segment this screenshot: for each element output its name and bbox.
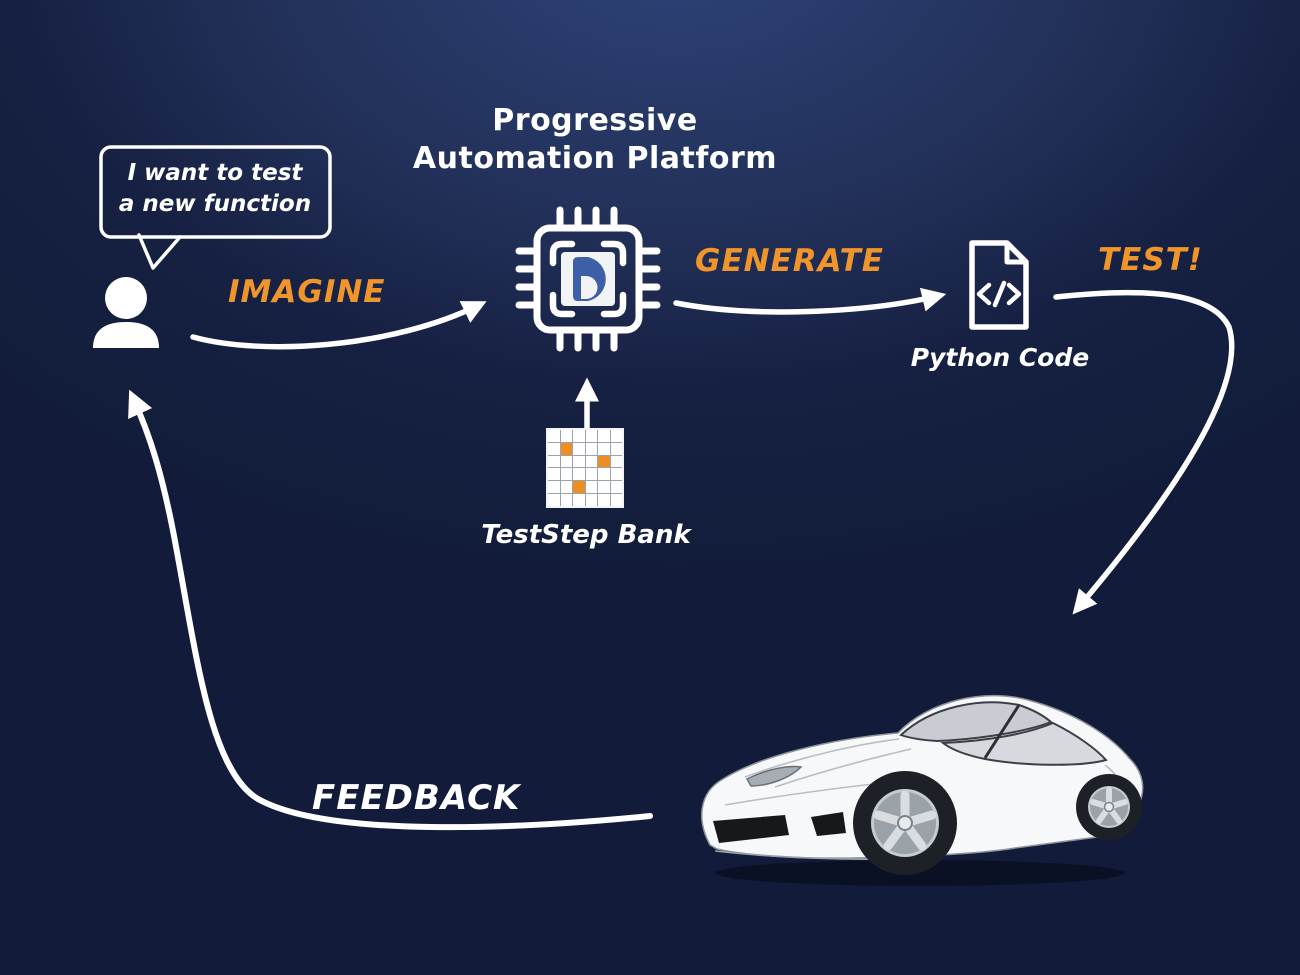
grid-cell: [548, 494, 560, 506]
speech-bubble: I want to test a new function: [100, 158, 330, 220]
python-code-label: Python Code: [910, 343, 1090, 372]
grid-cell: [560, 455, 572, 468]
grid-cell: [598, 455, 610, 468]
imagine-arrow: [190, 301, 487, 350]
code-glyph: [976, 280, 1022, 308]
grid-cell: [610, 468, 622, 481]
grid-cell: [560, 494, 572, 506]
grid-cell: [598, 442, 610, 455]
platform-d-logo: [573, 257, 606, 301]
grid-cell: [573, 494, 585, 506]
grid-cell: [585, 442, 597, 455]
grid-cell: [573, 481, 585, 494]
grid-cell: [548, 455, 560, 468]
grid-cell: [573, 442, 585, 455]
feedback-arrow: [128, 389, 653, 831]
speech-bubble-line1: I want to test: [127, 160, 303, 186]
front-wheel: [853, 771, 957, 875]
generate-arrow: [673, 287, 947, 315]
speech-bubble-line2: a new function: [118, 191, 312, 217]
grid-cell: [598, 481, 610, 494]
grid-cell: [548, 481, 560, 494]
grid-cell: [560, 468, 572, 481]
test-label: TEST!: [1098, 242, 1203, 278]
grid-cell: [560, 481, 572, 494]
grid-cell: [610, 430, 622, 442]
grid-cell: [598, 468, 610, 481]
grid-cell: [573, 468, 585, 481]
automation-platform-chip-icon: [515, 206, 661, 352]
feedback-label: FEEDBACK: [312, 778, 521, 818]
grid-cell: [598, 494, 610, 506]
grid-cell: [560, 430, 572, 442]
grid-cell: [573, 430, 585, 442]
grid-cell: [610, 442, 622, 455]
grid-cell: [560, 442, 572, 455]
speech-bubble-outline: [99, 145, 332, 270]
grid-cell: [585, 468, 597, 481]
teststep-bank-label: TestStep Bank: [481, 520, 691, 550]
grid-cell: [548, 430, 560, 442]
car-illustration: [701, 694, 1144, 886]
grid-cell: [548, 442, 560, 455]
rear-wheel: [1076, 774, 1142, 840]
grid-cell: [610, 455, 622, 468]
platform-title: Progressive Automation Platform: [380, 102, 810, 178]
grid-cell: [573, 455, 585, 468]
grid-cell: [585, 481, 597, 494]
generate-label: GENERATE: [695, 243, 884, 279]
platform-title-line1: Progressive: [492, 103, 698, 138]
test-arrow: [1053, 289, 1235, 615]
grid-cell: [585, 430, 597, 442]
imagine-label: IMAGINE: [228, 274, 386, 310]
grid-cell: [585, 494, 597, 506]
python-code-file-icon: [969, 240, 1029, 330]
user-icon: [93, 277, 159, 348]
grid-cell: [548, 468, 560, 481]
grid-cell: [598, 430, 610, 442]
grid-cell: [610, 494, 622, 506]
grid-cell: [610, 481, 622, 494]
grid-cell: [585, 455, 597, 468]
platform-title-line2: Automation Platform: [412, 141, 778, 176]
teststep-grid: [546, 428, 624, 508]
